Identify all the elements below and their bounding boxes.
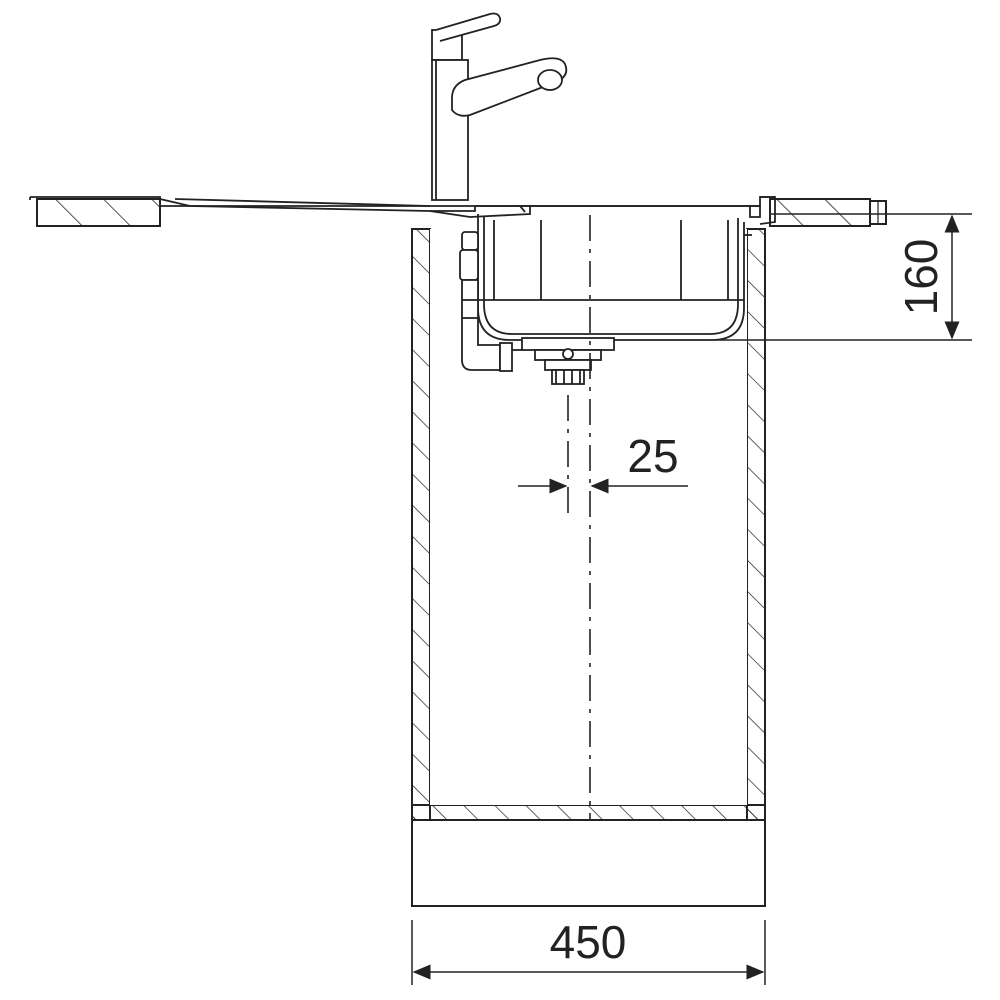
- countertop-left: [36, 198, 161, 227]
- cabinet: [411, 228, 766, 907]
- sink-rim: [29, 196, 776, 225]
- drain-strainer-icon: [521, 337, 615, 385]
- dimension-width-label: 450: [550, 916, 627, 968]
- countertop-right: [769, 198, 887, 227]
- overflow-pipe-icon: [459, 231, 522, 372]
- dimension-offset-label: 25: [627, 430, 678, 482]
- dimension-depth: [715, 213, 972, 341]
- dimension-depth-label: 160: [895, 239, 947, 316]
- faucet-icon: [431, 12, 568, 201]
- dimension-width: [411, 920, 766, 985]
